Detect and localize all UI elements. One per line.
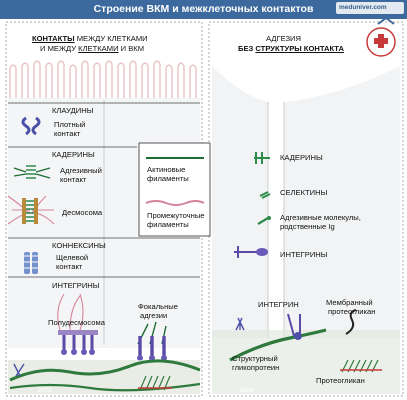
gap-junction-label-2: контакт xyxy=(56,262,83,271)
selectins-label: СЕЛЕКТИНЫ xyxy=(280,188,328,197)
structural-glycoprotein-label-2: гликопротеин xyxy=(232,363,280,372)
right-ecm-label: ВКМ xyxy=(240,387,254,394)
watermark: meduniver.com xyxy=(339,4,387,11)
ig-adhesion-icon xyxy=(257,216,271,225)
right-cadherins-label: КАДЕРИНЫ xyxy=(280,153,323,162)
left-ecm-label: ВКМ xyxy=(38,387,52,394)
right-integrin-icon xyxy=(234,246,268,258)
focal-adhesions-label-1: Фокальные xyxy=(138,302,178,311)
legend-intermediate-label-1: Промежуточные xyxy=(147,211,205,220)
focal-adhesion-icon xyxy=(137,321,167,361)
right-heading-line2: БЕЗ СТРУКТУРЫ КОНТАКТА xyxy=(238,44,344,53)
tight-junction-label-2: контакт xyxy=(54,129,81,138)
ig-adhesion-label-1: Адгезивные молекулы, xyxy=(280,213,361,222)
right-cell xyxy=(212,66,400,338)
left-panel-frame xyxy=(5,21,203,397)
desmosome-icon xyxy=(7,195,55,225)
integrins-label: ИНТЕГРИНЫ xyxy=(52,281,100,290)
legend-intermediate-label-2: филаменты xyxy=(147,220,189,229)
left-heading-line1: КОНТАКТЫ МЕЖДУ КЛЕТКАМИ xyxy=(32,34,148,43)
membrane-proteoglycan-label-1: Мембранный xyxy=(326,298,373,307)
cadherins-label: КАДЕРИНЫ xyxy=(52,150,95,159)
right-heading-line1: АДГЕЗИЯ xyxy=(266,34,301,43)
hemidesmosome-label: Полудесмосома xyxy=(48,318,105,327)
proteoglycan-label: Протеогликан xyxy=(316,376,365,385)
cadherin-adherens-icon xyxy=(13,165,51,179)
adherens-junction-label-1: Адгезивный xyxy=(60,166,102,175)
claudin-icon xyxy=(21,116,41,136)
legend-intermediate-swatch xyxy=(145,200,205,206)
focal-adhesions-label-2: адгезии xyxy=(140,311,168,320)
integrin-label: ИНТЕГРИН xyxy=(258,300,299,309)
tight-junction-label-1: Плотный xyxy=(54,120,86,129)
legend-actin-label-1: Актиновые xyxy=(147,165,186,174)
desmosome-label: Десмосома xyxy=(62,208,103,217)
left-heading-line2: И МЕЖДУ КЛЕТКАМИ И ВКМ xyxy=(40,44,144,53)
right-heading-line2-pre: БЕЗ xyxy=(238,44,256,53)
legend-actin-label-2: филаменты xyxy=(147,174,189,183)
right-cadherin-icon xyxy=(254,152,270,164)
ig-adhesion-label-2: родственные Ig xyxy=(280,222,335,231)
hemidesmosome-icon xyxy=(57,293,98,355)
page-title: Строение ВКМ и межклеточных контактов xyxy=(93,3,314,15)
claudins-label: КЛАУДИНЫ xyxy=(52,106,94,115)
connexins-label: КОННЕКСИНЫ xyxy=(52,241,106,250)
structural-glycoprotein-label-1: Структурный xyxy=(232,354,278,363)
right-integrins-label: ИНТЕГРИНЫ xyxy=(280,250,328,259)
selectin-icon xyxy=(259,191,271,199)
left-heading-line2-pre: И МЕЖДУ xyxy=(40,44,79,53)
left-heading-line2-underlined: КЛЕТКАМИ xyxy=(78,44,119,53)
title-bar xyxy=(0,0,407,19)
left-heading-strong: КОНТАКТЫ xyxy=(32,34,75,43)
right-heading-line2-underlined: СТРУКТУРЫ КОНТАКТА xyxy=(255,44,344,53)
logo-icon xyxy=(336,2,404,57)
right-ecm-band xyxy=(212,309,400,394)
membrane-proteoglycan-label-2: протеогликан xyxy=(328,307,376,316)
adherens-junction-label-2: контакт xyxy=(60,175,87,184)
left-heading-line2-post: И ВКМ xyxy=(118,44,145,53)
connexin-icon xyxy=(24,252,38,274)
gap-junction-label-1: Щелевой xyxy=(56,253,89,262)
left-heading-rest: МЕЖДУ КЛЕТКАМИ xyxy=(74,34,148,43)
left-ecm-band xyxy=(8,359,201,394)
